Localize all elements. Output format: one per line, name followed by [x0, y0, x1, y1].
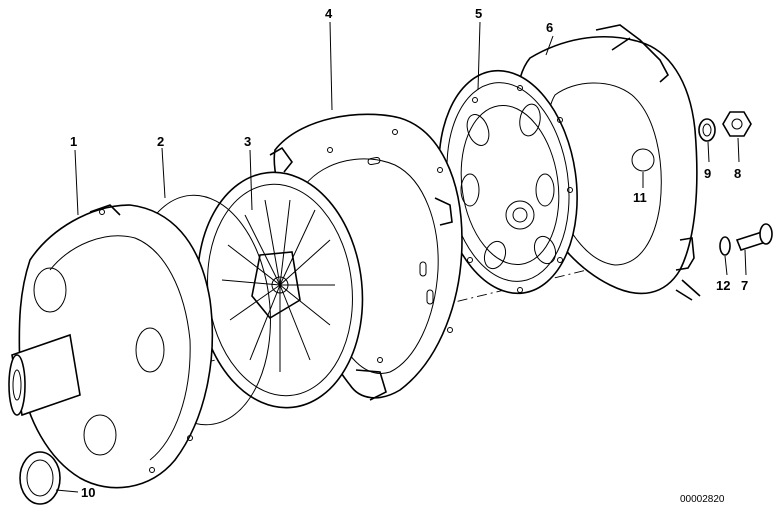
callout-8: 8	[734, 166, 741, 181]
part-7-bolt	[735, 223, 773, 251]
part-10-seal-ring	[19, 451, 61, 505]
callout-9: 9	[704, 166, 711, 181]
callout-6: 6	[546, 20, 553, 35]
leader-lines	[55, 21, 747, 493]
callout-4: 4	[325, 6, 333, 21]
callout-labels: 1 2 3 4 5 6 7 8 9 10 11 12	[70, 6, 748, 500]
reference-number: 00002820	[680, 494, 725, 505]
part-8-nut	[722, 111, 752, 137]
callout-7: 7	[741, 278, 748, 293]
callout-1: 1	[70, 134, 77, 149]
part-9-washer	[698, 118, 716, 142]
callout-2: 2	[157, 134, 164, 149]
part-1-housing	[8, 204, 214, 489]
callout-10: 10	[81, 485, 95, 500]
center-axis	[29, 244, 691, 406]
part-3-clutch-disc	[196, 171, 364, 409]
callout-5: 5	[475, 6, 482, 21]
callout-3: 3	[244, 134, 251, 149]
part-12-washer	[719, 236, 731, 256]
callout-11: 11	[633, 190, 647, 205]
callout-12: 12	[716, 278, 730, 293]
